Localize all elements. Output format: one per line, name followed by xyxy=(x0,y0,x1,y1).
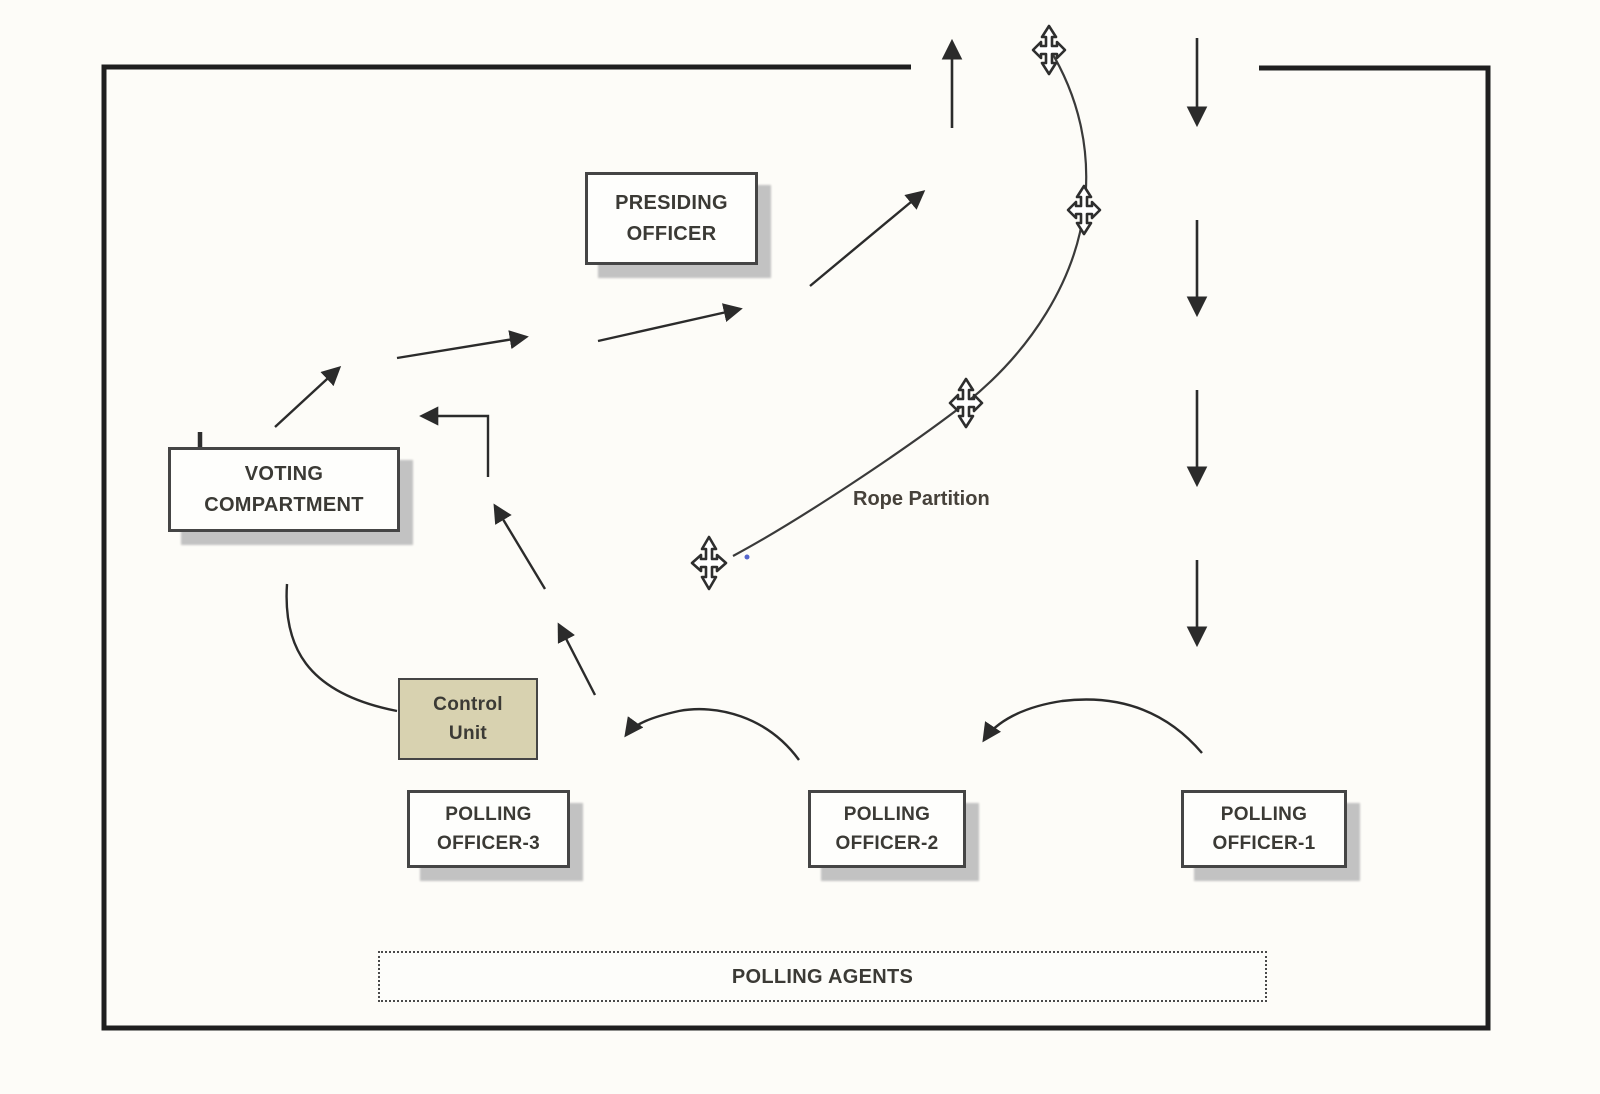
blue-dot-mark xyxy=(744,554,750,560)
presiding-officer-label-line1: PRESIDING xyxy=(615,191,728,214)
cable-voting-to-control-unit xyxy=(285,583,398,713)
arrow-elbow-into-voting xyxy=(419,406,490,477)
polling-officer-3-label-line1: POLLING xyxy=(445,804,532,825)
polling-officer-1-label-line1: POLLING xyxy=(1220,804,1308,825)
arrow-to-voting-2 xyxy=(493,503,547,590)
rope-partition-line xyxy=(732,47,1088,557)
polling-agents-label: POLLING AGENTS xyxy=(731,965,914,988)
exit-path-arrows xyxy=(274,190,926,428)
rope-post-icon xyxy=(948,377,984,429)
voting-compartment-box: VOTING COMPARTMENT xyxy=(168,447,400,532)
arrow-po1-to-po2 xyxy=(982,698,1203,754)
control-unit-box: Control Unit xyxy=(398,678,538,760)
voting-compartment-label-line2: COMPARTMENT xyxy=(204,493,364,516)
rope-post-icons xyxy=(690,24,1102,591)
arrow-to-voting-1 xyxy=(557,622,597,696)
polling-officer-1-box: POLLING OFFICER-1 xyxy=(1181,790,1347,868)
polling-agents-box: POLLING AGENTS xyxy=(378,951,1267,1002)
polling-officer-1-label-line2: OFFICER-1 xyxy=(1212,833,1316,854)
presiding-officer-label-line2: OFFICER xyxy=(626,222,717,245)
polling-officer-2-label-line2: OFFICER-2 xyxy=(835,833,939,854)
polling-officer-3-label-line2: OFFICER-3 xyxy=(437,833,540,854)
arrow-po2-to-po3 xyxy=(624,707,800,761)
exit-chain-arrow-3 xyxy=(597,303,743,343)
room-wall-outline xyxy=(101,64,1491,1031)
polling-officer-3-box: POLLING OFFICER-3 xyxy=(407,790,570,868)
control-unit-label-line2: Unit xyxy=(448,723,488,744)
polling-officer-2-label-line1: POLLING xyxy=(843,804,931,825)
rope-post-icon xyxy=(690,535,728,591)
exit-chain-arrow-2 xyxy=(396,330,529,360)
polling-officer-2-box: POLLING OFFICER-2 xyxy=(808,790,966,868)
control-unit-label-line1: Control xyxy=(433,694,503,715)
exit-chain-arrow-4 xyxy=(809,190,926,287)
exit-chain-arrow-1 xyxy=(274,366,342,428)
rope-partition-label: Rope Partition xyxy=(853,488,990,510)
rope-post-icon xyxy=(1066,184,1102,236)
rope-post-icon xyxy=(1031,24,1067,76)
presiding-officer-box: PRESIDING OFFICER xyxy=(585,172,758,265)
voting-compartment-label-line1: VOTING xyxy=(244,462,324,485)
